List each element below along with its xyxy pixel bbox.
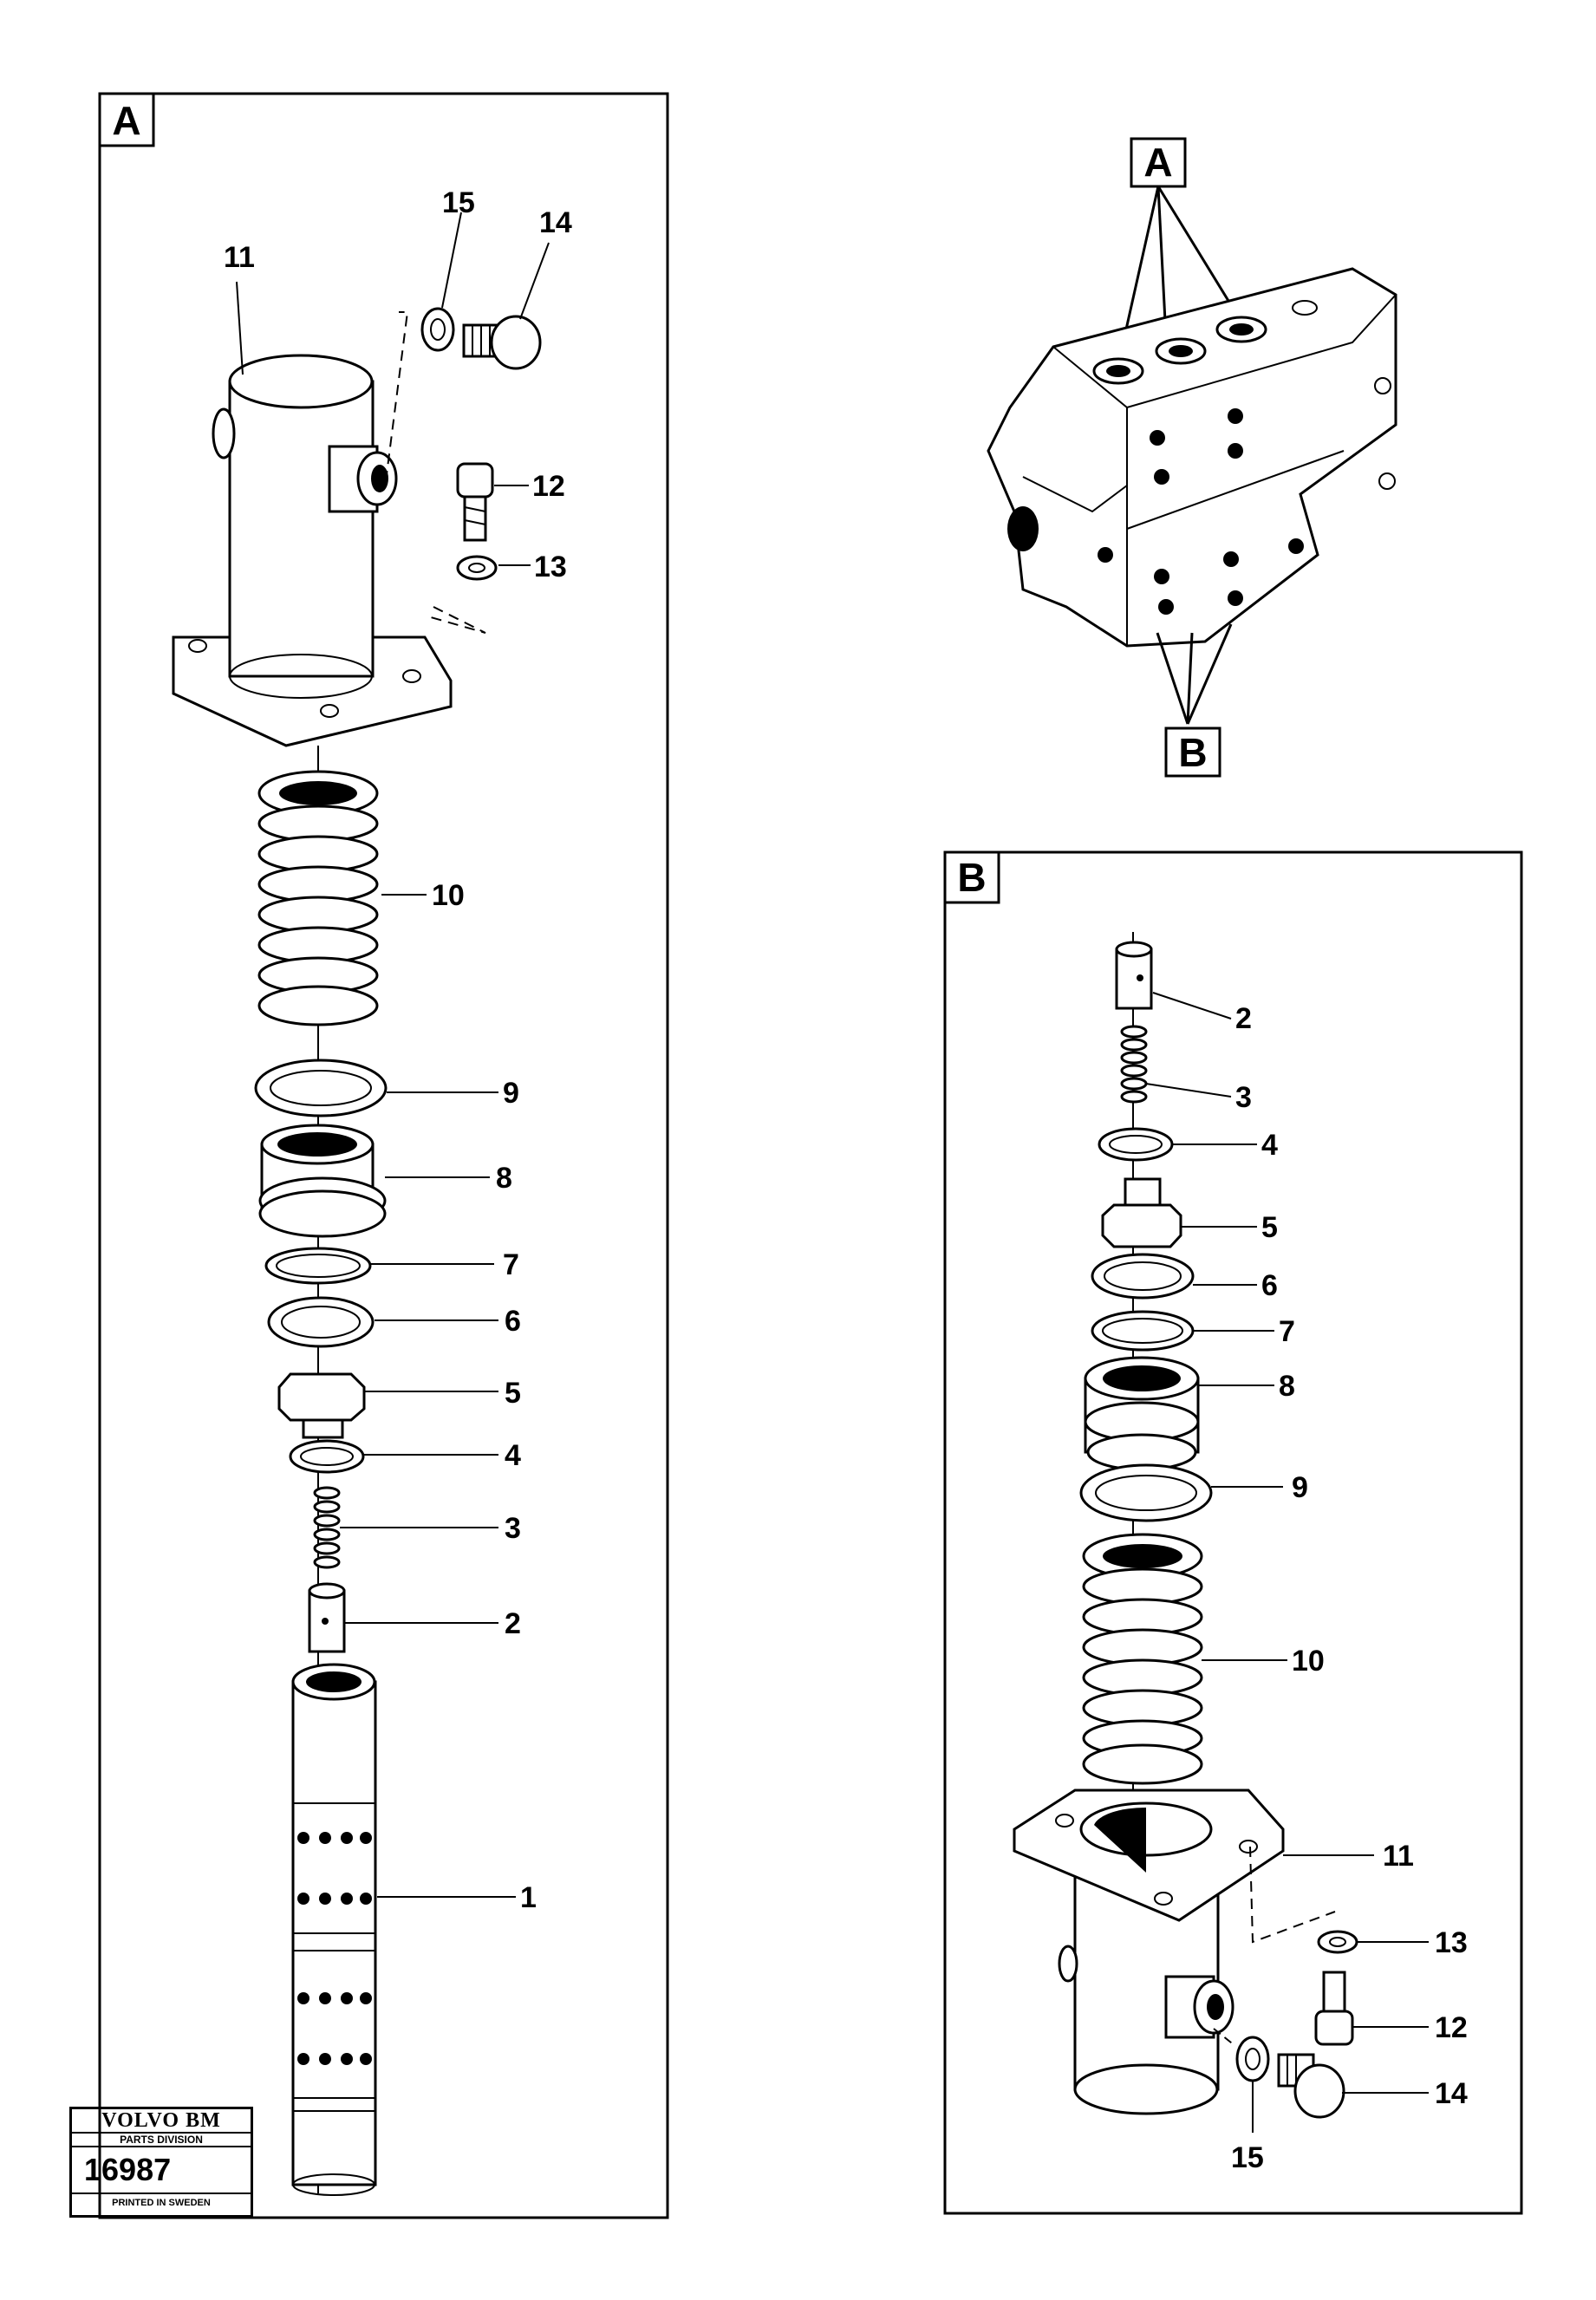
callout-a-15: 15 (442, 186, 475, 219)
callout-b-14: 14 (1435, 2077, 1468, 2110)
callout-b-3: 3 (1235, 1081, 1252, 1114)
callout-b-7: 7 (1279, 1315, 1295, 1348)
part-b-14-plug (1277, 2053, 1345, 2119)
part-13-washer (456, 555, 498, 581)
callout-a-7: 7 (503, 1248, 519, 1281)
callout-b-2: 2 (1235, 1002, 1252, 1035)
callout-a-8: 8 (496, 1162, 512, 1195)
part-b-7-ring (1091, 1310, 1195, 1352)
part-7-ring (264, 1247, 372, 1285)
part-14-plug (462, 315, 542, 370)
part-b-6-ring (1091, 1253, 1195, 1300)
part-3-spring (313, 1486, 341, 1569)
part-b-9-ring (1079, 1463, 1213, 1522)
part-5-nut (277, 1372, 366, 1439)
panel-a-label: A (112, 98, 140, 143)
panel-b-label: B (957, 855, 986, 900)
part-b-15-washer (1235, 2036, 1270, 2082)
callout-a-10: 10 (432, 879, 465, 912)
part-6-ring (267, 1296, 375, 1348)
panel-b-label-box (943, 850, 1000, 904)
part-15-washer (420, 307, 455, 352)
callout-b-13: 13 (1435, 1926, 1468, 1959)
panel-b: B (943, 850, 1523, 2215)
callout-b-9: 9 (1292, 1471, 1308, 1504)
panel-a: A (98, 92, 669, 2219)
callout-a-6: 6 (505, 1305, 521, 1338)
part-12-screw (456, 462, 494, 542)
part-8-piston (258, 1124, 387, 1238)
callout-b-4: 4 (1261, 1129, 1278, 1162)
part-11-housing (172, 354, 453, 747)
panel-b-frame (943, 850, 1523, 2215)
part-b-3-spring (1120, 1025, 1148, 1104)
callout-a-11: 11 (224, 241, 255, 274)
parts-division-stamp: VOLVO BM PARTS DIVISION 16987 PRINTED IN… (69, 2107, 253, 2218)
part-b-4-ring (1098, 1127, 1174, 1162)
part-4-ring (289, 1439, 365, 1474)
callout-a-5: 5 (505, 1377, 521, 1410)
stamp-printed: PRINTED IN SWEDEN (112, 2198, 211, 2208)
part-b-10-spring (1082, 1533, 1203, 1785)
callout-a-9: 9 (503, 1077, 519, 1110)
callout-a-12: 12 (532, 470, 565, 503)
part-9-ring (254, 1059, 388, 1117)
callout-a-14: 14 (539, 206, 572, 239)
part-b-8-piston (1084, 1356, 1200, 1471)
part-b-11-housing (1013, 1789, 1285, 2115)
stamp-number: 16987 (72, 2147, 251, 2194)
callout-b-10: 10 (1292, 1645, 1325, 1678)
callout-b-15: 15 (1231, 2141, 1264, 2174)
callout-a-13: 13 (534, 551, 567, 583)
callout-b-6: 6 (1261, 1269, 1278, 1302)
stamp-brand: VOLVO BM (72, 2109, 251, 2134)
callout-a-4: 4 (505, 1439, 521, 1472)
part-10-spring (257, 770, 379, 1026)
part-1-spool (291, 1663, 377, 2196)
part-b-13-washer (1317, 1930, 1358, 1954)
callout-b-11: 11 (1383, 1840, 1414, 1873)
overview-label-a: A (1143, 140, 1172, 185)
callout-a-1: 1 (520, 1881, 537, 1914)
panel-a-frame (98, 92, 669, 2219)
callout-b-5: 5 (1261, 1211, 1278, 1244)
part-2-sleeve (308, 1582, 346, 1653)
callout-b-12: 12 (1435, 2011, 1468, 2044)
callout-b-8: 8 (1279, 1370, 1295, 1403)
panel-a-label-box (98, 92, 155, 147)
part-b-12-screw (1314, 1971, 1354, 2046)
overview-label-b-box (1164, 726, 1221, 778)
stamp-division: PARTS DIVISION (72, 2134, 251, 2147)
overview-label-b: B (1178, 730, 1207, 775)
valve-block-overview: A B (987, 137, 1397, 778)
callout-a-3: 3 (505, 1512, 521, 1545)
callout-a-2: 2 (505, 1607, 521, 1640)
part-b-5-nut (1101, 1177, 1182, 1248)
part-b-2-sleeve (1115, 941, 1153, 1010)
